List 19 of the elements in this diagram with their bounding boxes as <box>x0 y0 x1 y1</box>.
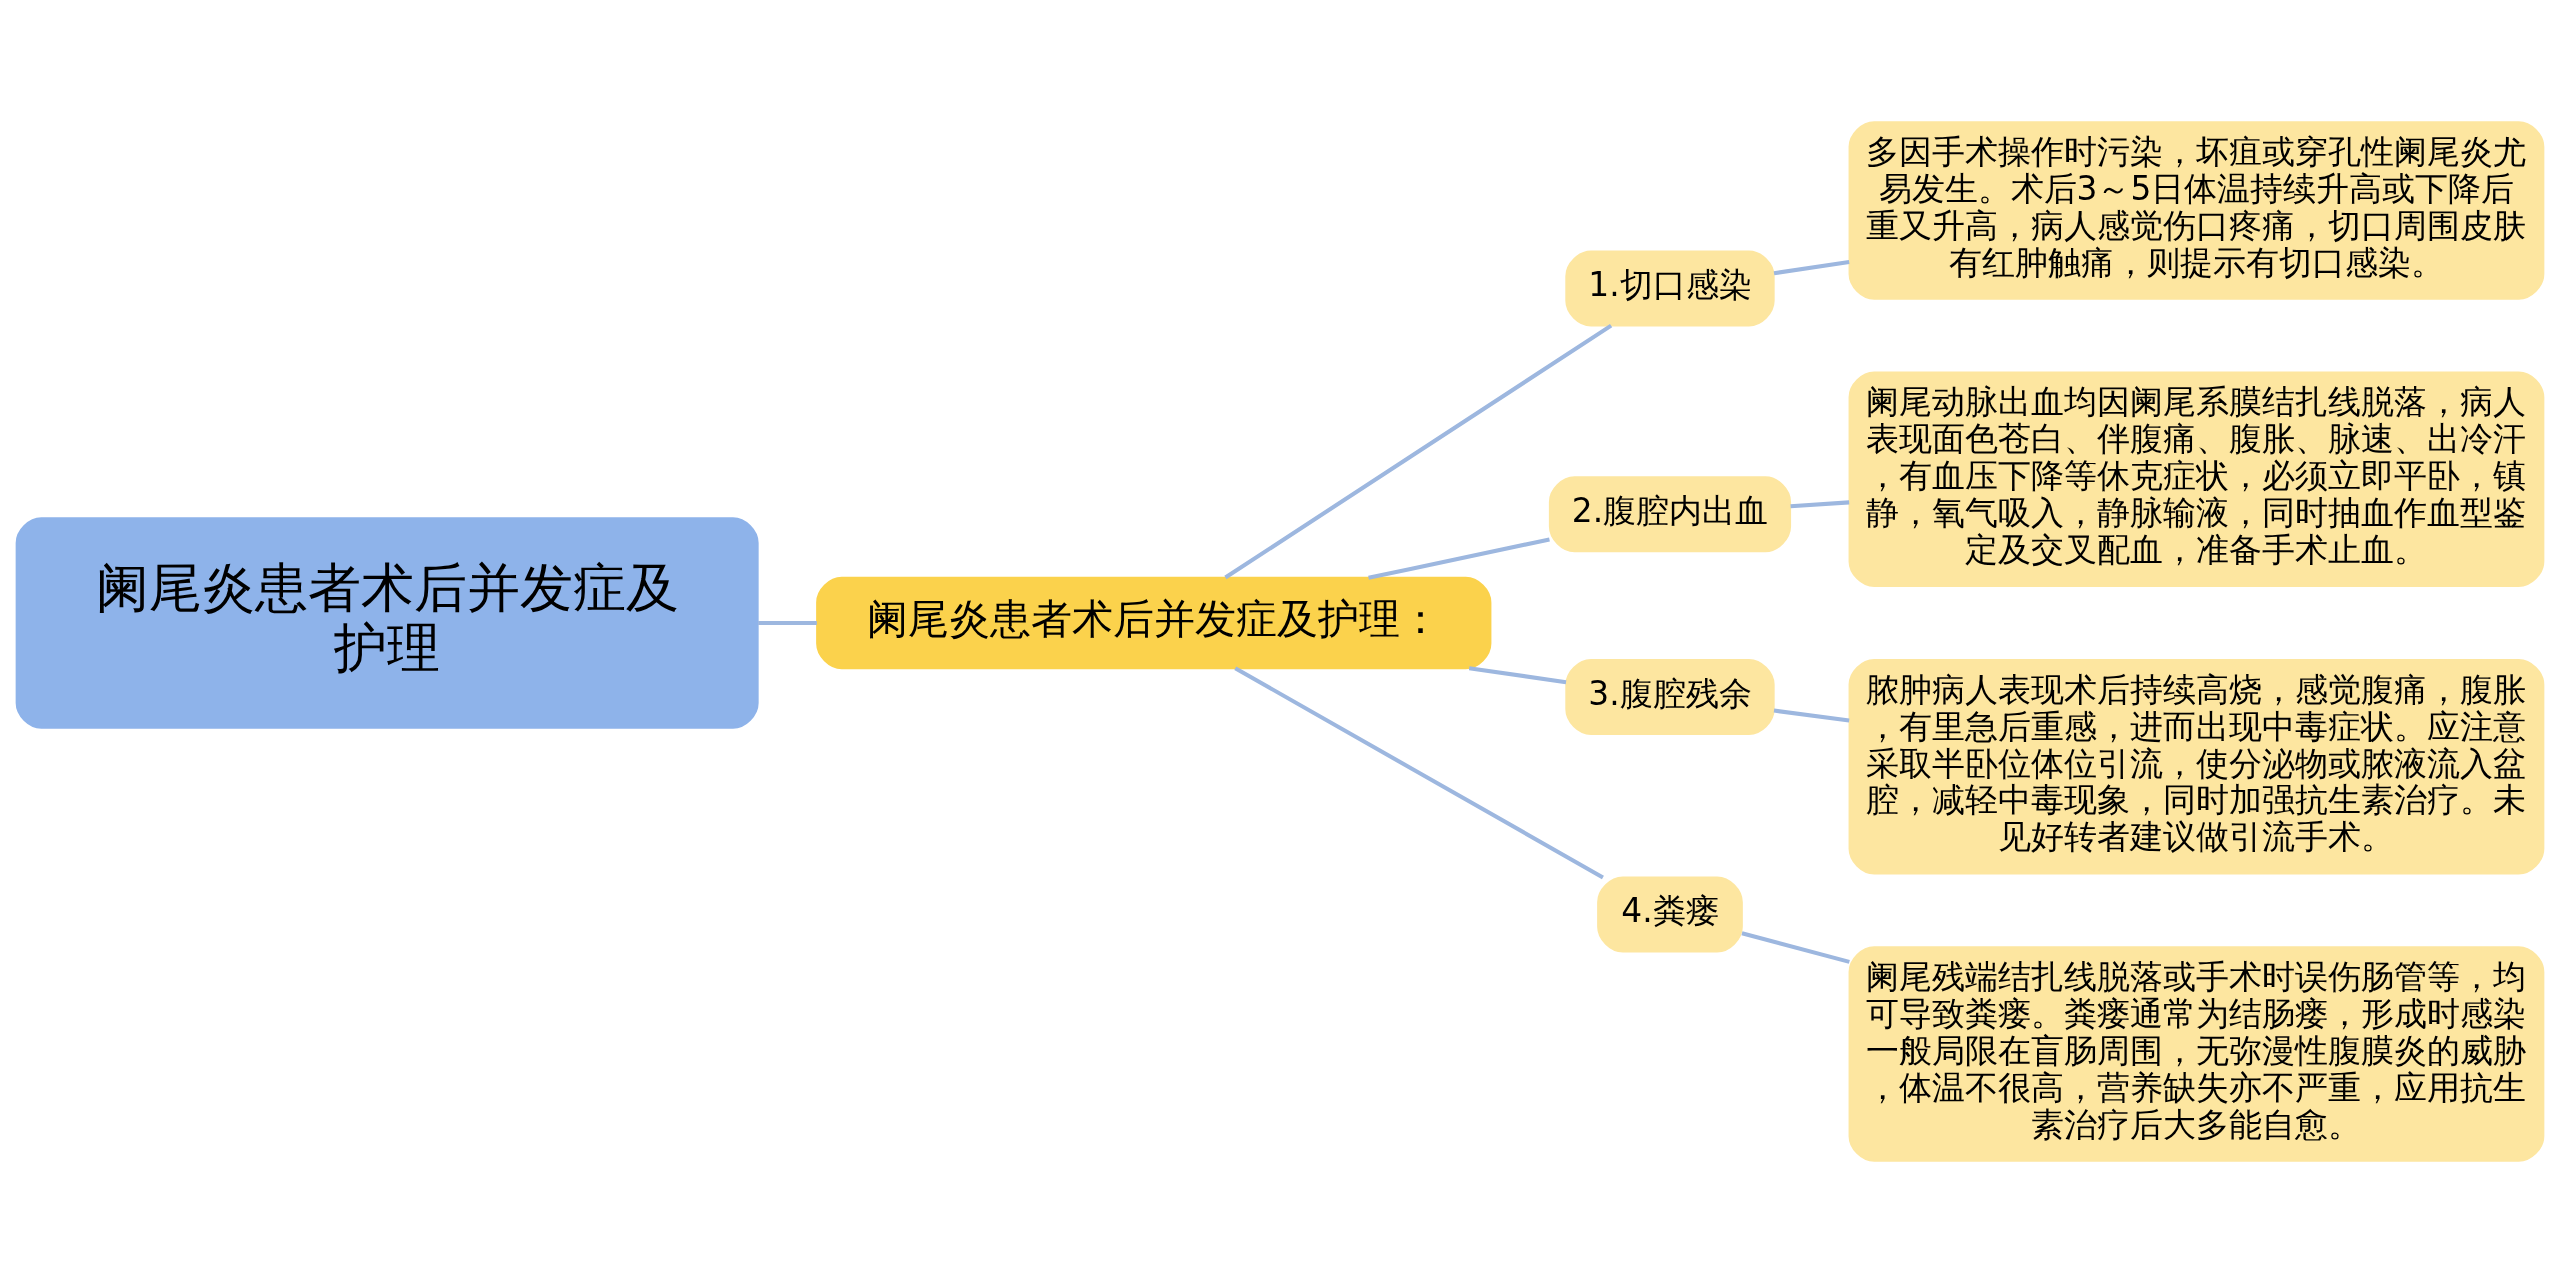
connector <box>1468 666 1567 685</box>
connector <box>1773 259 1850 276</box>
node-box: 阑尾残端结扎线脱落或手术时误伤肠管等，均可导致粪瘘。粪瘘通常为结肠瘘，形成时感染一般局限在盲肠周围，无弥漫性腹膜炎的威胁，体温不很高，营养缺失亦不严重，应用抗生素治疗后大多能自愈。 <box>1848 946 2545 1162</box>
node-box: 脓肿病人表现术后持续高烧，感觉腹痛，腹胀，有里急后重感，进而出现中毒症状。应注意采取半卧位体位引流，使分泌物或脓液流入盆腔，减轻中毒现象，同时加强抗生素治疗。未见好转者建议做引流手术。 <box>1848 658 2545 875</box>
connector <box>1741 931 1850 964</box>
connector <box>758 620 817 626</box>
node-box: 3.腹腔残余 <box>1565 658 1775 735</box>
node-box: 多因手术操作时污染，坏疽或穿孔性阑尾炎尤易发生。术后3～5日体温持续升高或下降后重又升高，病人感觉伤口疼痛，切口周围皮肤有红肿触痛，则提示有切口感染。 <box>1848 121 2545 300</box>
node-box: 阑尾炎患者术后并发症及护理 <box>15 517 759 729</box>
node-box: 4.粪瘘 <box>1597 876 1743 953</box>
node-box: 阑尾动脉出血均因阑尾系膜结扎线脱落，病人表现面色苍白、伴腹痛、腹胀、脉速、出冷汗，有血压下降等休克症状，必须立即平卧，镇静，氧气吸入，静脉输液，同时抽血作血型鉴定及交叉配血，准备手术止血。 <box>1848 371 2545 588</box>
connector <box>1234 666 1604 880</box>
connector <box>1224 323 1613 580</box>
connector <box>1790 500 1850 509</box>
connector <box>1773 708 1850 723</box>
node-box: 2.腹腔内出血 <box>1548 476 1792 553</box>
node-box: 1.切口感染 <box>1565 250 1775 327</box>
connector <box>1368 537 1550 580</box>
node-box: 阑尾炎患者术后并发症及护理： <box>816 576 1492 670</box>
